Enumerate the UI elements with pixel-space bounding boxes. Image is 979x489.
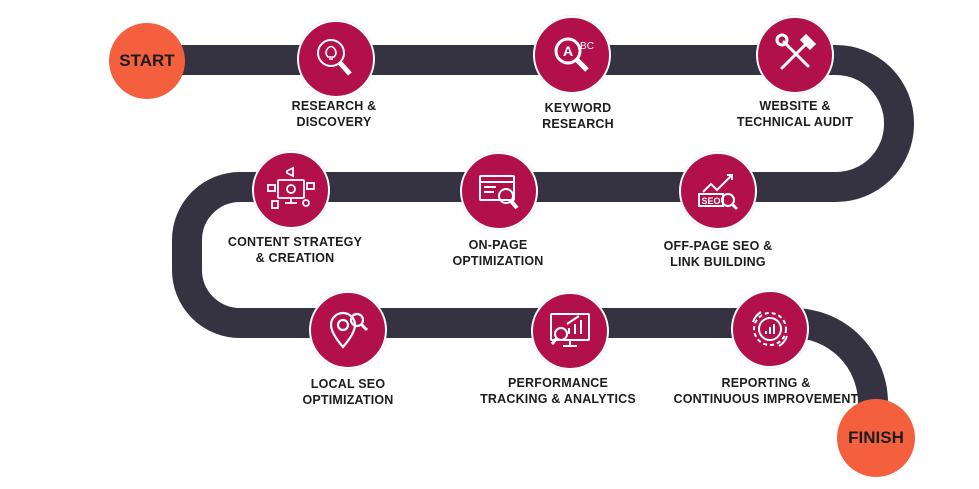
- finish-marker: FINISH: [837, 399, 915, 477]
- svg-text:SEO: SEO: [701, 196, 720, 206]
- hammer-wrench-icon: [775, 33, 817, 70]
- step-node-website-audit: [756, 16, 834, 94]
- step-node-content: [252, 151, 330, 229]
- content-marketing-icon: [267, 166, 315, 209]
- svg-text:BC: BC: [580, 41, 594, 52]
- start-label: START: [119, 51, 175, 70]
- step-label-research: RESEARCH &DISCOVERY: [291, 99, 377, 129]
- step-node-performance: [531, 292, 609, 370]
- step-label-website-audit: WEBSITE &TECHNICAL AUDIT: [736, 99, 854, 129]
- abc-magnifier-icon: A BC: [554, 37, 594, 72]
- step-label-reporting: REPORTING &CONTINUOUS IMPROVEMENT: [673, 376, 859, 406]
- step-node-off-page: SEO: [679, 152, 757, 230]
- gear-chart-icon: [752, 311, 788, 347]
- start-marker: START: [109, 23, 185, 99]
- location-pin-search-icon: [329, 311, 369, 349]
- webpage-search-icon: [479, 175, 519, 210]
- step-node-local-seo: [309, 291, 387, 369]
- svg-text:A: A: [563, 43, 573, 59]
- step-node-reporting: [731, 290, 809, 368]
- step-label-off-page: OFF-PAGE SEO &LINK BUILDING: [663, 239, 773, 269]
- finish-label: FINISH: [848, 428, 904, 447]
- step-node-on-page: [460, 152, 538, 230]
- step-label-content: CONTENT STRATEGY& CREATION: [227, 235, 363, 265]
- lightbulb-magnifier-icon: [317, 39, 352, 76]
- monitor-chart-icon: [550, 313, 590, 347]
- step-node-research: [297, 20, 375, 98]
- seo-growth-icon: SEO: [698, 174, 739, 211]
- step-node-keyword: A BC: [533, 16, 611, 94]
